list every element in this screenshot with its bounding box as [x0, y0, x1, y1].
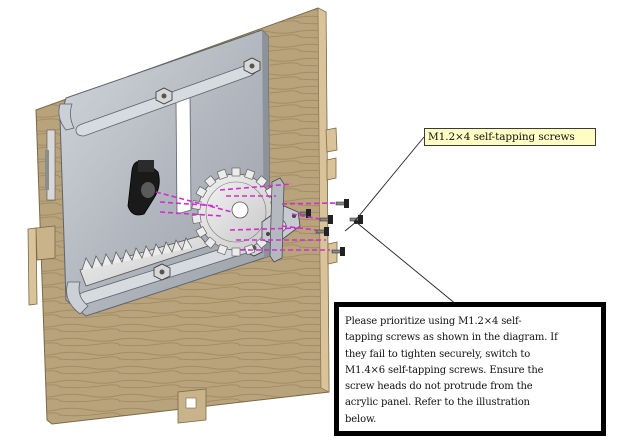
- screw-4: [331, 247, 345, 256]
- callout-leader-lines: [344, 136, 469, 315]
- rack-gear: [79, 235, 209, 287]
- screw-5: [299, 209, 311, 218]
- instruction-note-box: Please prioritize using M1.2×4 self- tap…: [334, 302, 606, 436]
- side-bracket: [45, 129, 56, 201]
- servo-arm: [261, 177, 301, 263]
- spur-gear: [191, 167, 281, 257]
- screw-2: [319, 215, 333, 224]
- screw-3: [315, 227, 329, 236]
- nut-top-right: [243, 57, 261, 75]
- screw-1: [335, 199, 349, 208]
- screw-callout-label: M1.2×4 self-tapping screws: [424, 128, 596, 146]
- nut-top-left: [155, 87, 173, 105]
- self-tapping-screws: [299, 199, 363, 256]
- alignment-guide-lines: [155, 183, 337, 251]
- servo-horn-mount: [127, 160, 160, 216]
- nut-bottom-left: [153, 263, 171, 281]
- instruction-note-text: Please prioritize using M1.2×4 self- tap…: [345, 316, 558, 425]
